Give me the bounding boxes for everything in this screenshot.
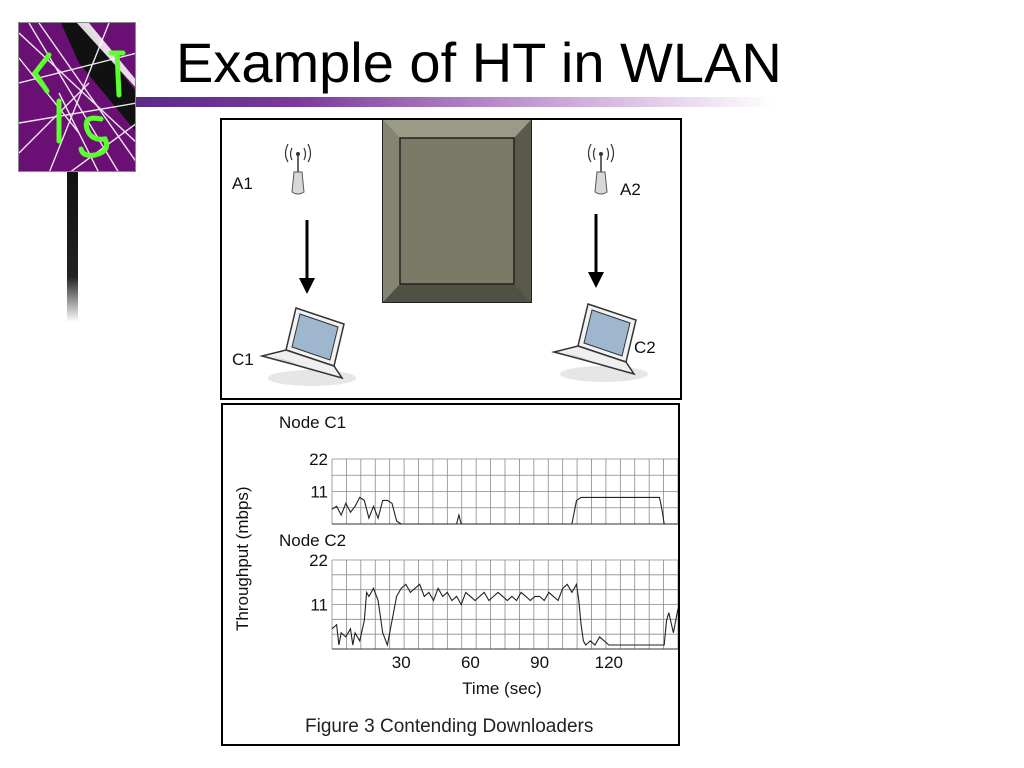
topology-svg xyxy=(259,120,648,386)
y-tick-label: 22 xyxy=(309,450,328,469)
wall-block-icon xyxy=(382,120,532,303)
laptop-icon xyxy=(259,307,356,386)
arrow-down-icon xyxy=(588,214,604,288)
title-underline-bar xyxy=(136,97,776,107)
series-line xyxy=(331,582,678,648)
laptop-icon xyxy=(551,303,648,382)
slide-title: Example of HT in WLAN xyxy=(176,31,782,94)
topology-diagram: A1 A2 C1 C2 xyxy=(220,118,682,400)
y-axis-label: Throughput (mbps) xyxy=(233,486,252,631)
client2-label: C2 xyxy=(634,338,656,357)
decorative-vertical-bar xyxy=(67,172,78,322)
antenna-icon xyxy=(587,143,615,195)
chart-title: Node C2 xyxy=(279,531,346,550)
series-line xyxy=(331,496,678,525)
lit-lab-logo-icon xyxy=(19,23,135,171)
y-tick-label: 22 xyxy=(309,551,328,570)
x-axis-label: Time (sec) xyxy=(462,679,542,698)
y-tick-label: 11 xyxy=(310,596,328,615)
lab-logo xyxy=(18,22,136,172)
x-tick-label: 120 xyxy=(595,653,623,672)
chart-title: Node C1 xyxy=(279,413,346,432)
x-tick-label: 90 xyxy=(530,653,549,672)
y-tick-label: 11 xyxy=(310,483,328,502)
ap1-label: A1 xyxy=(232,174,253,193)
client1-label: C1 xyxy=(232,350,254,369)
x-tick-label: 60 xyxy=(461,653,480,672)
ap2-label: A2 xyxy=(620,180,641,199)
antenna-icon xyxy=(284,143,312,195)
arrow-down-icon xyxy=(299,220,315,294)
x-tick-label: 30 xyxy=(392,653,411,672)
figure-caption: Figure 3 Contending Downloaders xyxy=(305,716,594,737)
